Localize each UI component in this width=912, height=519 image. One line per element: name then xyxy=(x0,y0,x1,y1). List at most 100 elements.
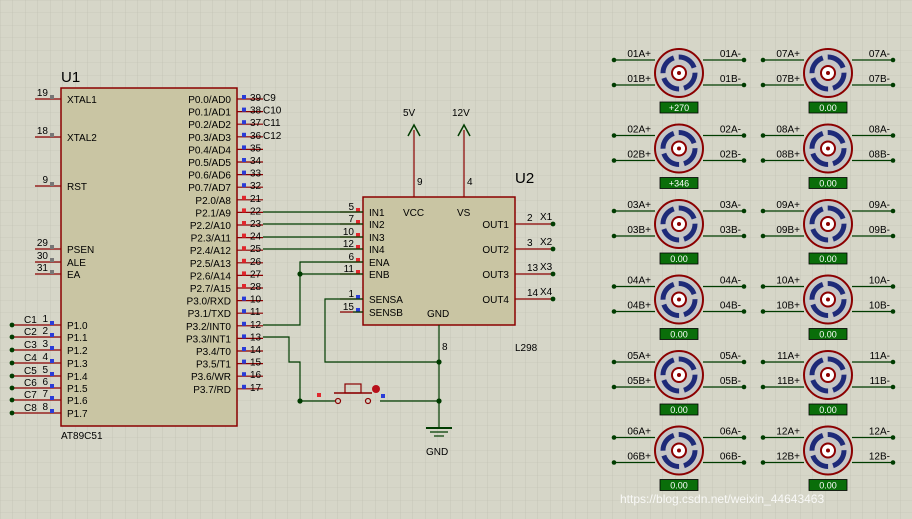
motor-terminal[interactable] xyxy=(611,233,617,239)
u1-pin-name: XTAL2 xyxy=(67,133,97,144)
motor-terminal[interactable] xyxy=(741,208,747,214)
u1-net-label: C8 xyxy=(24,403,37,414)
motor-terminal[interactable] xyxy=(890,233,896,239)
stepper-motor-03[interactable]: 03A+03B+03A-03B-0.00 xyxy=(611,199,747,265)
motor-terminal[interactable] xyxy=(741,309,747,314)
u2-net-label: X1 xyxy=(540,212,553,223)
motor-terminal[interactable] xyxy=(741,284,747,289)
motor-terminal[interactable] xyxy=(760,208,766,214)
motor-terminal[interactable] xyxy=(890,133,896,138)
motor-terminal[interactable] xyxy=(760,359,766,365)
stepper-motor-02[interactable]: 02A+02B+02A-02B-+346 xyxy=(611,123,747,189)
u1-microcontroller[interactable]: U1 AT89C51 19XTAL118XTAL29RST29PSEN30ALE… xyxy=(9,69,282,442)
motor-terminal[interactable] xyxy=(611,309,617,314)
net-terminal[interactable] xyxy=(9,347,15,353)
pin-marker xyxy=(242,372,246,377)
net-terminal[interactable] xyxy=(9,373,15,379)
motor-terminal[interactable] xyxy=(611,158,617,163)
u2-pin-name: SENSB xyxy=(369,308,403,319)
motor-terminal[interactable] xyxy=(611,384,617,390)
motor-terminal[interactable] xyxy=(611,460,617,465)
u1-pin-name: P3.3/INT1 xyxy=(186,334,231,345)
motor-terminal[interactable] xyxy=(890,57,896,63)
motor-terminal[interactable] xyxy=(611,133,617,138)
motor-terminal[interactable] xyxy=(760,384,766,390)
motor-terminal[interactable] xyxy=(890,208,896,214)
net-terminal[interactable] xyxy=(550,296,556,302)
stepper-motor-05[interactable]: 05A+05B+05A-05B-0.00 xyxy=(611,350,747,416)
motor-terminal[interactable] xyxy=(611,359,617,365)
motor-terminal[interactable] xyxy=(741,359,747,365)
pin-marker xyxy=(50,95,54,99)
motor-terminal[interactable] xyxy=(890,460,896,465)
net-terminal[interactable] xyxy=(550,271,556,277)
motor-terminal[interactable] xyxy=(611,208,617,214)
motor-terminal[interactable] xyxy=(760,435,766,440)
stepper-motor-12[interactable]: 12A+12B+12A-12B-0.00 xyxy=(760,425,896,491)
u2-pin-name: OUT3 xyxy=(482,270,509,281)
u1-part: AT89C51 xyxy=(61,431,103,442)
motor-terminal[interactable] xyxy=(760,284,766,289)
motor-terminal[interactable] xyxy=(760,460,766,465)
motor-readout-box xyxy=(808,252,848,265)
motor-terminal[interactable] xyxy=(760,57,766,63)
stepper-motor-08[interactable]: 08A+08B+08A-08B-0.00 xyxy=(760,123,896,189)
ground-symbol[interactable]: GND xyxy=(426,427,452,458)
stepper-motor-01[interactable]: 01A+01B+01A-01B-+270 xyxy=(611,48,747,114)
motor-a-plus-label: 04A+ xyxy=(627,276,651,287)
motor-terminal[interactable] xyxy=(741,233,747,239)
net-terminal[interactable] xyxy=(550,221,556,227)
motor-b-plus-label: 12B+ xyxy=(776,452,800,463)
motor-terminal[interactable] xyxy=(611,284,617,289)
net-terminal[interactable] xyxy=(9,322,15,328)
stepper-motor-11[interactable]: 11A+11B+11A-11B-0.00 xyxy=(760,350,896,416)
motor-terminal[interactable] xyxy=(890,82,896,88)
motor-terminal[interactable] xyxy=(760,309,766,314)
motor-terminal[interactable] xyxy=(890,359,896,365)
motor-terminal[interactable] xyxy=(741,384,747,390)
u1-pin-name: P3.4/T0 xyxy=(196,347,231,358)
net-terminal[interactable] xyxy=(550,246,556,252)
motor-terminal[interactable] xyxy=(760,158,766,163)
motor-terminal[interactable] xyxy=(741,82,747,88)
motor-terminal[interactable] xyxy=(760,233,766,239)
supply-5v[interactable]: 5V xyxy=(403,108,421,197)
stepper-motor-09[interactable]: 09A+09B+09A-09B-0.00 xyxy=(760,199,896,265)
u2-pin-name: IN1 xyxy=(369,208,385,219)
motor-terminal[interactable] xyxy=(741,133,747,138)
motor-terminal[interactable] xyxy=(890,384,896,390)
stepper-motor-07[interactable]: 07A+07B+07A-07B-0.00 xyxy=(760,48,896,114)
supply-12v[interactable]: 12V xyxy=(452,108,471,197)
motor-terminal[interactable] xyxy=(890,435,896,440)
motor-terminal[interactable] xyxy=(890,309,896,314)
motor-terminal[interactable] xyxy=(760,82,766,88)
net-terminal[interactable] xyxy=(9,410,15,416)
motor-terminal[interactable] xyxy=(890,284,896,289)
stepper-motor-06[interactable]: 06A+06B+06A-06B-0.00 xyxy=(611,425,747,491)
motor-terminal[interactable] xyxy=(611,82,617,88)
net-terminal[interactable] xyxy=(9,385,15,391)
net-terminal[interactable] xyxy=(9,334,15,340)
net-terminal[interactable] xyxy=(9,397,15,403)
net-terminal[interactable] xyxy=(9,360,15,366)
motor-readout-box xyxy=(659,252,699,265)
motor-terminal[interactable] xyxy=(741,158,747,163)
motor-terminal[interactable] xyxy=(890,158,896,163)
u1-pin-name: P1.2 xyxy=(67,346,88,357)
push-button[interactable] xyxy=(317,383,385,405)
pin-marker xyxy=(242,258,246,263)
u2-net-label: X2 xyxy=(540,237,553,248)
motor-terminal[interactable] xyxy=(741,435,747,440)
motor-terminal[interactable] xyxy=(760,133,766,138)
stepper-motor-10[interactable]: 10A+10B+10A-10B-0.00 xyxy=(760,274,896,340)
motor-terminal[interactable] xyxy=(741,460,747,465)
motor-readout: 0.00 xyxy=(670,481,688,491)
pin-marker xyxy=(242,107,246,112)
stepper-motor-04[interactable]: 04A+04B+04A-04B-0.00 xyxy=(611,274,747,340)
pin-marker xyxy=(356,258,360,262)
motor-terminal[interactable] xyxy=(611,57,617,63)
u2-pin-name: ENA xyxy=(369,258,390,269)
motor-terminal[interactable] xyxy=(611,435,617,440)
motor-terminal[interactable] xyxy=(741,57,747,63)
